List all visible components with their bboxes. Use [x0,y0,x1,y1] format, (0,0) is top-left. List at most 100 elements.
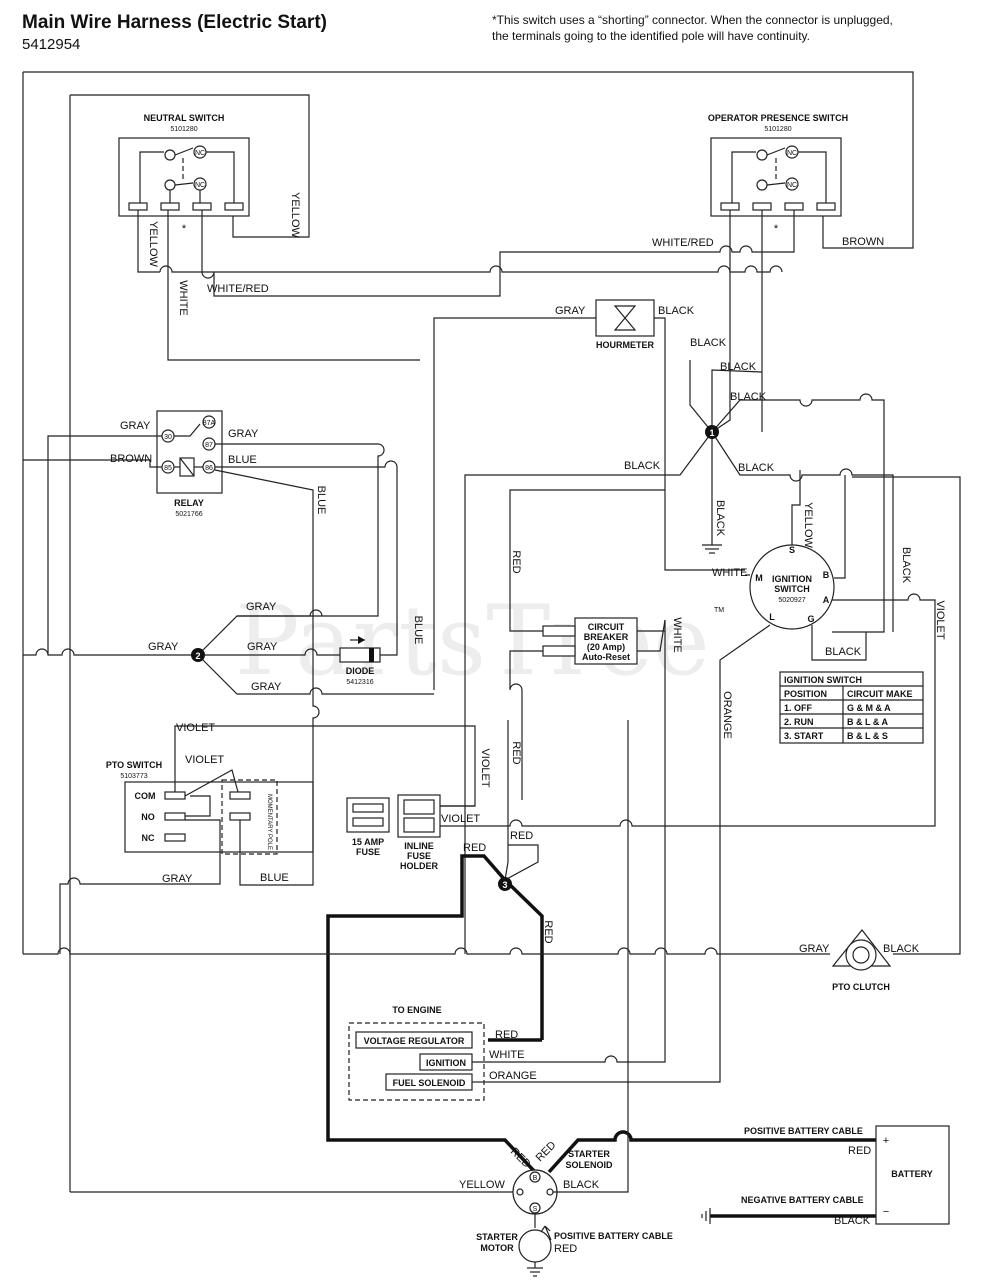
starter-motor-label-1: STARTER [476,1232,518,1242]
pto-nc: NC [142,833,155,843]
ops-label: OPERATOR PRESENCE SWITCH [708,113,848,123]
cb-line4: Auto-Reset [582,652,630,662]
starter-motor-label-2: MOTOR [480,1243,514,1253]
wire-label: YELLOW [289,192,301,238]
fuel-solenoid-label: FUEL SOLENOID [393,1078,466,1088]
wire-label: BLACK [563,1179,600,1191]
hourmeter: HOURMETER [595,299,655,350]
fuse-label-1: 15 AMP [352,837,384,847]
splice-3-label: 3 [502,880,507,890]
pto-switch-label: PTO SWITCH [106,760,162,770]
wire-label: GRAY [162,873,193,885]
pto-com: COM [135,791,156,801]
terminal-l: L [769,612,775,622]
ground-symbol [702,544,722,554]
left-inner-vertical [70,94,310,238]
terminal-a: A [823,595,830,605]
pto-clutch: PTO CLUTCH [831,929,892,992]
wire-label: RED [463,842,486,854]
fuse-label-2: FUSE [356,847,380,857]
note-line-1: *This switch uses a “shorting” connector… [492,13,893,27]
diode: DIODE 5412316 [339,636,381,686]
battery-minus: − [883,1206,889,1218]
splice-2-label: 2 [195,651,200,661]
splice-1-label: 1 [709,428,714,438]
terminal-s: S [789,545,795,555]
table-header: CIRCUIT MAKE [847,689,913,699]
ignition-switch-label: IGNITION [772,574,812,584]
ignition-switch-table: IGNITION SWITCH POSITION CIRCUIT MAKE 1.… [779,671,924,744]
splice-1 [705,425,719,439]
relay-part: 5021766 [175,511,202,518]
wire-label: NEGATIVE BATTERY CABLE [741,1195,864,1205]
pin-30: 30 [164,434,172,441]
holder-label-3: HOLDER [400,861,439,871]
holder-label-2: FUSE [407,851,431,861]
voltage-regulator-label: VOLTAGE REGULATOR [364,1036,465,1046]
pin-85: 85 [164,465,172,472]
sol-b: B [533,1175,538,1182]
wire-label: BLACK [624,460,661,472]
wire-label: BLACK [714,500,726,537]
battery-label: BATTERY [891,1169,933,1179]
wire-label: WHITE [177,280,189,315]
wire-label: BLACK [720,361,757,373]
table-cell: B & L & S [847,731,888,741]
wire-label: RED [534,1139,559,1164]
starter-solenoid-label-1: STARTER [568,1149,610,1159]
cb-line1: CIRCUIT [588,622,625,632]
pto-no: NO [141,812,155,822]
wire-label: BLACK [834,1215,871,1227]
wire-label: RED [495,1029,518,1041]
hourmeter-label: HOURMETER [596,340,654,350]
ignition-switch-part: 5020927 [778,597,805,604]
wire-label: BLUE [260,872,289,884]
wire-label: GRAY [251,681,282,693]
holder-label-1: INLINE [404,841,434,851]
diagram-title: Main Wire Harness (Electric Start) [22,12,327,33]
neutral-switch-part: 5101280 [170,126,197,133]
cb-line3: (20 Amp) [587,642,625,652]
pto-switch-part: 5103773 [120,773,147,780]
wire-label: BLUE [315,486,327,515]
wire-label: VIOLET [176,722,215,734]
wire-label: BLACK [900,547,912,584]
inline-fuse-holder: INLINE FUSE HOLDER [397,794,441,871]
wire-label: BLUE [412,616,424,645]
momentary-pole: MOMENTARY POLE [266,794,272,850]
wire-label: BLACK [738,462,775,474]
terminal-g: G [807,614,814,624]
pin-87a: 87A [203,420,216,427]
wire-label: RED [848,1145,871,1157]
table-cell: 1. OFF [784,703,813,713]
neutral-switch-label: NEUTRAL SWITCH [144,113,225,123]
table-cell: B & L & A [847,717,889,727]
neutral-switch: NEUTRAL SWITCH 5101280 NC NC * [118,113,250,235]
ignition-switch-label-2: SWITCH [774,584,810,594]
wire-label: BLACK [690,337,727,349]
star-marker: * [182,223,187,235]
wire-label: RED [542,920,554,943]
circuit-breaker: CIRCUIT BREAKER (20 Amp) Auto-Reset [542,617,638,665]
wire-label: VIOLET [479,748,491,787]
terminal-m: M [755,573,763,583]
table-title: IGNITION SWITCH [784,675,862,685]
wire-label: WHITE/RED [652,237,714,249]
ops-part: 5101280 [764,126,791,133]
pin-87: 87 [205,442,213,449]
nc-label: NC [787,182,797,189]
pin-86: 86 [205,465,213,472]
to-engine: TO ENGINE VOLTAGE REGULATOR IGNITION FUE… [348,1005,485,1101]
to-engine-label: TO ENGINE [392,1005,441,1015]
wire-label: POSITIVE BATTERY CABLE [554,1231,673,1241]
fifteen-amp-fuse: 15 AMP FUSE [346,797,390,857]
terminal-b: B [823,570,830,580]
operator-presence-switch: OPERATOR PRESENCE SWITCH 5101280 NC NC * [708,113,848,235]
wire-label: YELLOW [802,502,814,548]
wire-label: RED [510,550,522,573]
wire-label: GRAY [247,641,278,653]
wire-label: GRAY [228,428,259,440]
pto-clutch-label: PTO CLUTCH [832,982,890,992]
diode-part: 5412316 [346,679,373,686]
